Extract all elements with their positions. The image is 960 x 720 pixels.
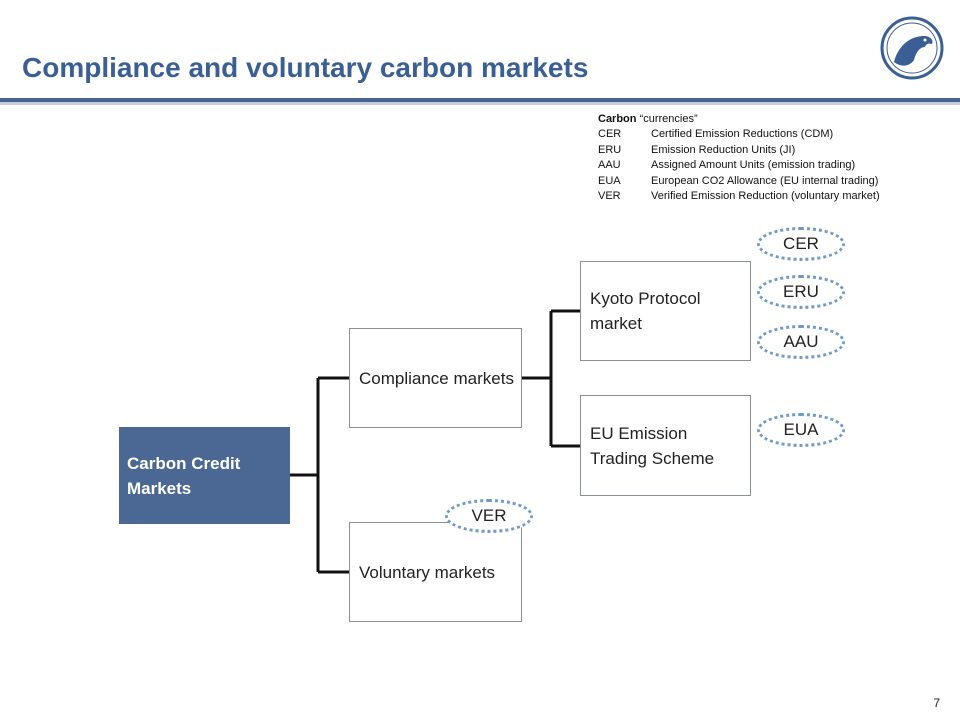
cer-oval: CER [757,227,845,261]
eu-emission-trading-scheme-box: EU Emission Trading Scheme [580,395,751,496]
legend-desc: Emission Reduction Units (JI) [651,143,796,156]
eagle-logo-icon [880,16,944,80]
page-number: 7 [933,696,940,710]
legend-code: AAU [598,159,621,172]
currency-legend: Carbon “currencies” CER Certified Emissi… [598,112,880,204]
legend-desc: Verified Emission Reduction (voluntary m… [651,190,880,203]
aau-oval: AAU [757,325,845,359]
ver-oval: VER [445,499,533,533]
legend-row: CER Certified Emission Reductions (CDM) [598,127,880,142]
legend-heading: Carbon “currencies” [598,112,880,127]
legend-code: VER [598,190,621,203]
eru-oval: ERU [757,275,845,309]
header-divider-shadow [0,102,960,105]
legend-code: CER [598,128,622,141]
page-title: Compliance and voluntary carbon markets [22,52,589,83]
legend-row: ERU Emission Reduction Units (JI) [598,143,880,158]
eua-oval: EUA [757,413,845,447]
legend-heading-rest: “currencies” [639,113,698,125]
legend-row: AAU Assigned Amount Units (emission trad… [598,158,880,173]
legend-code: EUA [598,174,621,187]
legend-heading-bold: Carbon [598,113,637,125]
legend-row: EUA European CO2 Allowance (EU internal … [598,174,880,189]
kyoto-protocol-market-box: Kyoto Protocol market [580,261,751,361]
compliance-markets-box: Compliance markets [349,328,522,428]
legend-desc: Assigned Amount Units (emission trading) [651,159,856,172]
legend-desc: European CO2 Allowance (EU internal trad… [651,174,879,187]
legend-code: ERU [598,143,622,156]
carbon-credit-markets-box: Carbon Credit Markets [119,427,290,524]
legend-row: VER Verified Emission Reduction (volunta… [598,189,880,204]
legend-desc: Certified Emission Reductions (CDM) [651,128,834,141]
voluntary-markets-box: Voluntary markets [349,522,522,622]
header-divider [0,98,960,102]
